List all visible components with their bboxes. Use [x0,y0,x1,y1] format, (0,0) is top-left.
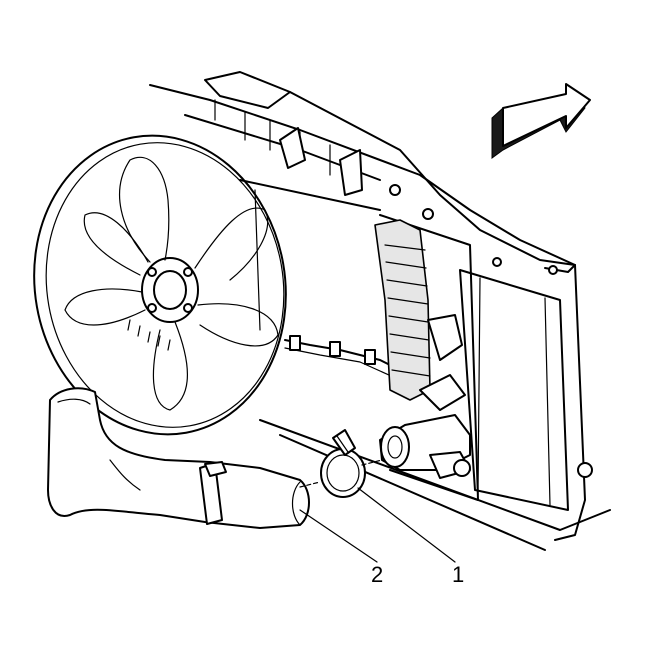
hose-clamp [320,429,366,498]
radiator-inlet-fitting [379,414,471,479]
cooling-fan [33,134,287,436]
coolant-reservoir [374,219,466,411]
radiator-inlet-hose [47,387,310,529]
direction-arrow-icon [491,83,591,159]
leader-line-1 [357,487,456,563]
callout-label-2: 2 [371,562,384,587]
leader-line-2 [299,509,378,563]
radiator-core-support [149,71,611,551]
callout-label-1: 1 [452,562,465,587]
hose-clamp-small [199,461,227,525]
